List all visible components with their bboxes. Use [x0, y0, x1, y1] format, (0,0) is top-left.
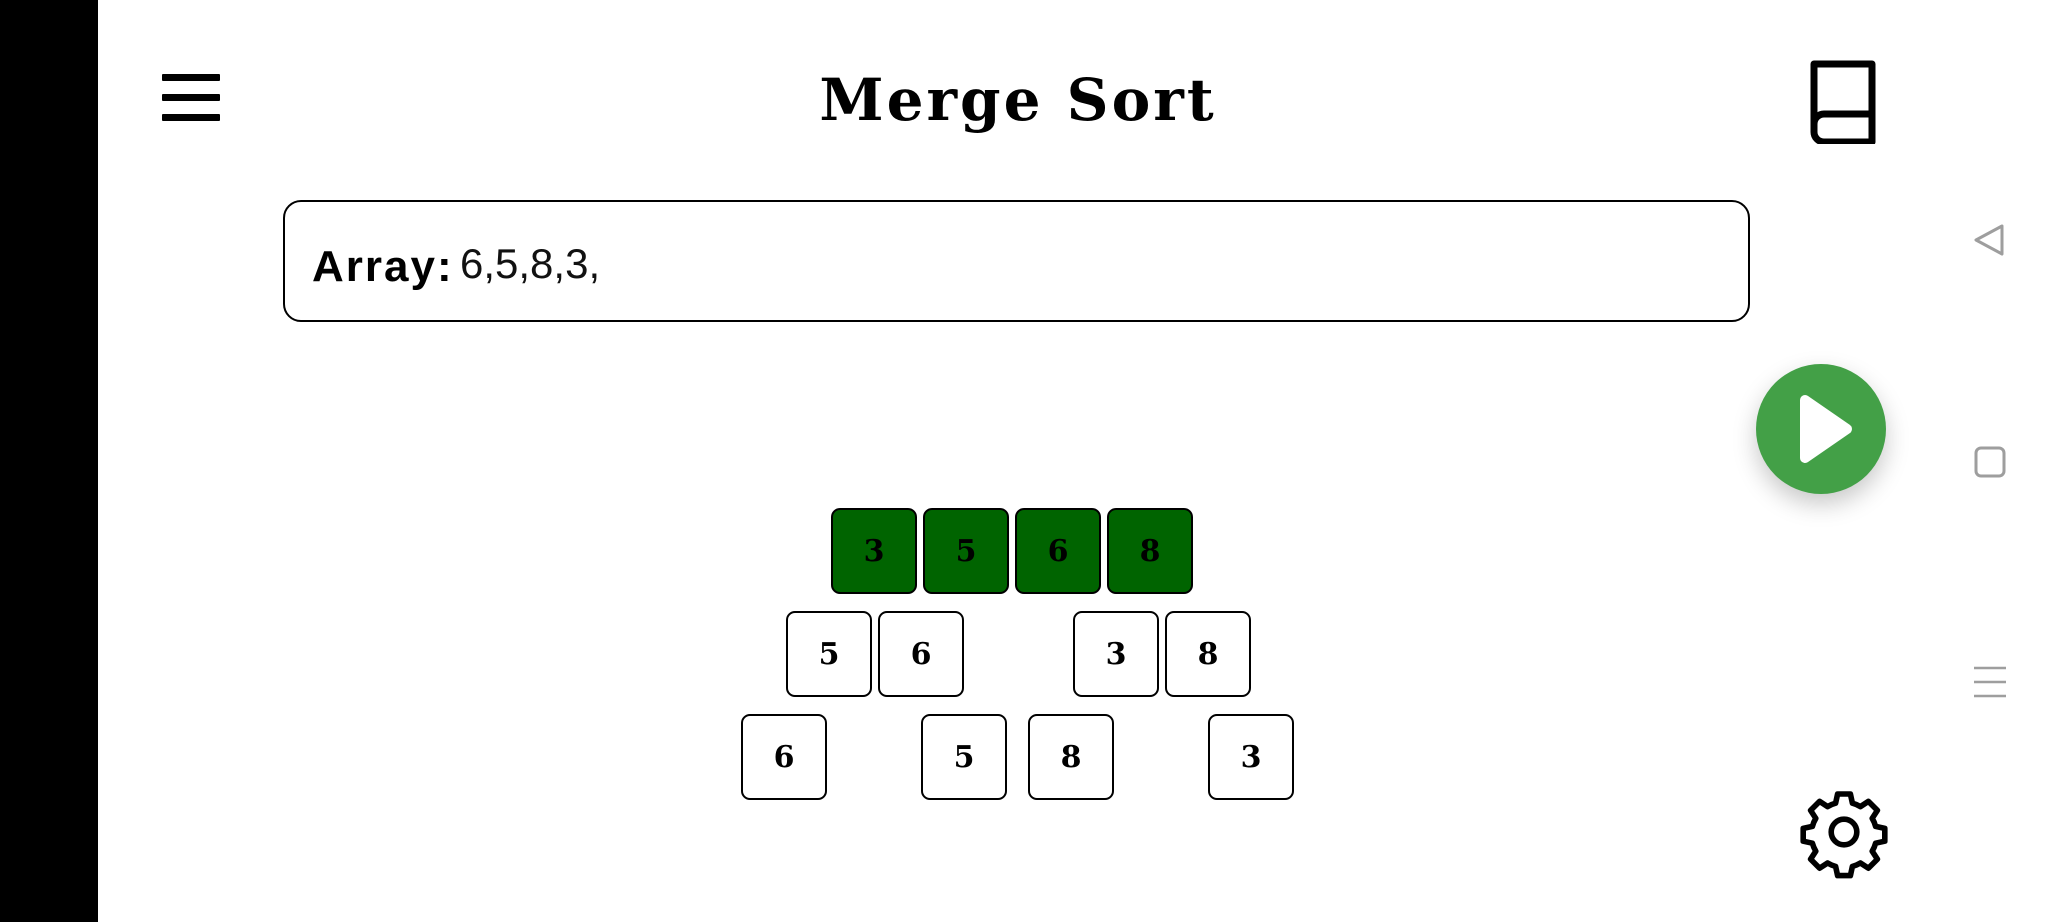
left-black-bar	[0, 0, 98, 922]
book-button[interactable]	[1800, 54, 1880, 146]
system-back-button[interactable]	[1972, 222, 2008, 262]
array-input-box[interactable]: Array: 6,5,8,3,	[283, 200, 1750, 322]
array-cell: 5	[786, 611, 872, 697]
app-screen: Merge Sort Array: 6,5,8,3, 3 5 6 8 5 6 3…	[98, 0, 1934, 922]
page-title: Merge Sort	[819, 66, 1217, 134]
array-cell: 8	[1165, 611, 1251, 697]
system-recents-button[interactable]	[1972, 664, 2008, 704]
array-cell-sorted: 3	[831, 508, 917, 594]
system-home-button[interactable]	[1974, 446, 2006, 482]
array-label: Array:	[312, 242, 454, 291]
array-cell-sorted: 6	[1015, 508, 1101, 594]
back-icon	[1974, 224, 2004, 256]
home-icon	[1974, 446, 2006, 478]
array-value[interactable]: 6,5,8,3,	[460, 240, 601, 287]
recents-icon	[1974, 666, 2006, 698]
settings-button[interactable]	[1796, 784, 1892, 880]
book-icon	[1810, 60, 1876, 146]
array-cell: 6	[878, 611, 964, 697]
array-cell: 6	[741, 714, 827, 800]
array-cell-sorted: 5	[923, 508, 1009, 594]
play-icon	[1800, 395, 1852, 463]
menu-button[interactable]	[160, 70, 224, 126]
array-cell: 8	[1028, 714, 1114, 800]
play-button[interactable]	[1756, 364, 1886, 494]
gear-icon	[1800, 791, 1888, 879]
array-cell: 3	[1073, 611, 1159, 697]
array-cell: 3	[1208, 714, 1294, 800]
array-cell: 5	[921, 714, 1007, 800]
system-navigation-bar	[1934, 0, 2048, 922]
array-cell-sorted: 8	[1107, 508, 1193, 594]
